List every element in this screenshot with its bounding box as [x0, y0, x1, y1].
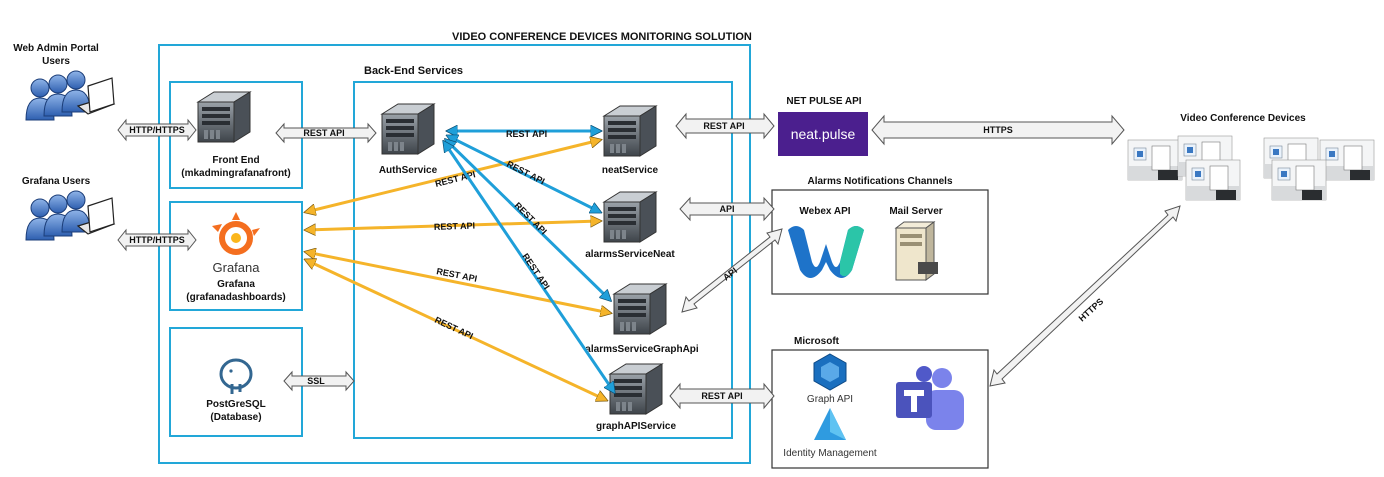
frontend-name: Front End — [212, 155, 259, 166]
neat-netpulse-arrow — [675, 112, 775, 140]
rest-label-alarms-neat: REST API — [434, 221, 476, 232]
devices-title: Video Conference Devices — [1180, 113, 1306, 124]
netpulse-title: NET PULSE API — [786, 96, 861, 107]
web-admin-http-label: HTTP/HTTPS — [129, 125, 185, 135]
rest-label-auth-alarms-neat: REST API — [505, 159, 546, 187]
alarms-graph-api-arrow — [681, 228, 783, 313]
rest-label-graph-service: REST API — [433, 315, 475, 341]
microsoft-devices-https-arrow — [989, 205, 1181, 387]
postgres-name: PostGreSQL — [206, 399, 265, 410]
video-devices-image — [1127, 135, 1375, 201]
alarms-channels-box — [771, 189, 989, 295]
graph-api-service-icon — [609, 363, 663, 415]
rest-label-auth-neat: REST API — [506, 129, 547, 139]
alarms-service-neat-icon — [603, 191, 657, 243]
auth-graph-service-arrow — [444, 142, 614, 392]
netpulse-logo-text: neat.pulse — [791, 126, 856, 142]
neat-netpulse-label: REST API — [703, 121, 744, 131]
postgres-elephant-icon — [219, 358, 253, 394]
auth-service-label: AuthService — [379, 165, 438, 176]
backend-title: Back-End Services — [364, 65, 463, 77]
frontend-auth-label: REST API — [303, 128, 344, 138]
rest-label-auth-graph-service: REST API — [520, 252, 551, 292]
grafana-users-icon — [26, 191, 114, 240]
neat-service-label: neatService — [602, 165, 659, 176]
neat-service-icon — [603, 105, 657, 157]
frontend-server-icon — [197, 91, 251, 143]
identity-management-label: Identity Management — [783, 448, 877, 459]
solution-title: VIDEO CONFERENCE DEVICES MONITORING SOLU… — [452, 31, 752, 43]
grafana-users-label: Grafana Users — [22, 176, 91, 187]
teams-logo-icon — [896, 366, 964, 430]
web-admin-users-icon — [26, 71, 114, 120]
mail-server-icon — [894, 221, 938, 281]
postgres-ssl-label: SSL — [307, 376, 325, 386]
web-admin-http-arrow — [117, 118, 197, 142]
webex-api-label: Webex API — [799, 206, 850, 217]
grafana-name: Grafana — [217, 279, 255, 290]
netpulse-devices-label: HTTPS — [983, 125, 1013, 135]
alarms-service-neat-label: alarmsServiceNeat — [585, 249, 675, 260]
netpulse-logo — [778, 112, 868, 156]
netpulse-devices-arrow — [871, 114, 1125, 146]
grafana-logo-icon — [212, 212, 260, 255]
microsoft-title: Microsoft — [794, 336, 840, 347]
grafana-box — [169, 201, 303, 311]
grafana-logo-text: Grafana — [213, 260, 261, 275]
mail-server-label: Mail Server — [889, 206, 942, 217]
web-admin-users-label-1: Web Admin Portal — [13, 43, 99, 54]
graph-api-label: Graph API — [807, 394, 853, 405]
identity-management-icon — [814, 408, 846, 440]
grafana-users-http-arrow — [117, 228, 197, 252]
grafana-users-http-label: HTTP/HTTPS — [129, 235, 185, 245]
frontend-sub: (mkadmingrafanafront) — [181, 168, 290, 179]
postgres-sub: (Database) — [210, 412, 261, 423]
rest-label-auth-alarms-graph: REST API — [513, 200, 549, 236]
alarms-channels-title: Alarms Notifications Channels — [807, 176, 952, 187]
grafana-sub: (grafanadashboards) — [186, 292, 285, 303]
graph-api-icon — [813, 353, 847, 391]
graph-api-service-label: graphAPIService — [596, 421, 676, 432]
alarms-neat-api-label: API — [719, 204, 734, 214]
alarms-neat-api-arrow — [679, 196, 775, 222]
auth-service-icon — [381, 103, 435, 155]
web-admin-users-label-2: Users — [42, 56, 70, 67]
graph-service-microsoft-arrow — [669, 382, 775, 410]
webex-logo-icon — [788, 226, 864, 278]
alarms-service-graph-label: alarmsServiceGraphApi — [585, 344, 699, 355]
graph-service-microsoft-label: REST API — [701, 391, 742, 401]
alarms-service-graph-icon — [613, 283, 667, 335]
